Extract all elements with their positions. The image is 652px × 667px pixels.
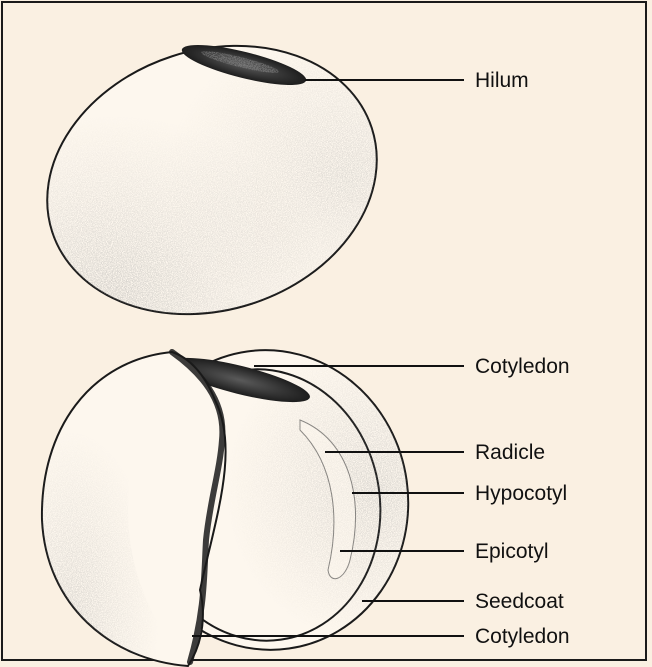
label-cotyledon-top: Cotyledon [475, 355, 570, 378]
label-hilum: Hilum [475, 69, 529, 92]
label-hypocotyl: Hypocotyl [475, 482, 567, 505]
label-seedcoat: Seedcoat [475, 590, 564, 613]
label-epicotyl: Epicotyl [475, 540, 549, 563]
label-radicle: Radicle [475, 441, 545, 464]
label-cotyledon-bottom: Cotyledon [475, 625, 570, 648]
